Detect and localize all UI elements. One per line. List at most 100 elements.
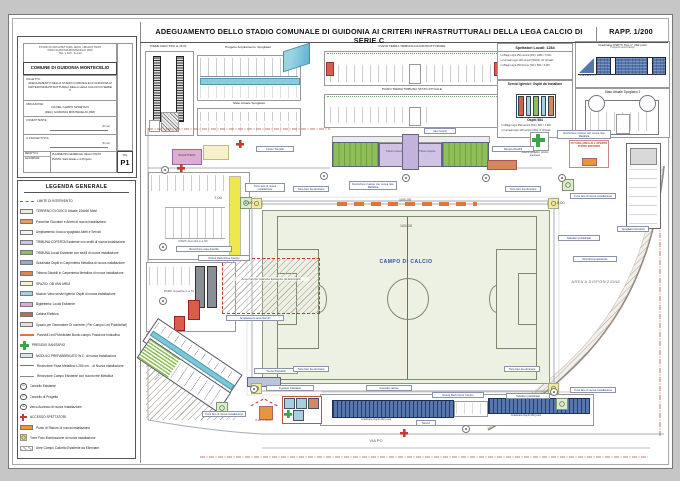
line-brown-swatch [20,365,34,367]
gradinata-ospiti-label-1: Gradinata Ospiti 292 posti [361,418,391,421]
fill-swatch [20,425,33,431]
fill-swatch [20,281,33,287]
circle-swatch: CP [20,393,27,401]
ospiti-title: Ospiti 584 [527,118,543,122]
rooms-hatch [200,58,298,77]
torre-nuova-label: Torre faro di nuova installazione [570,387,616,394]
recinzione-autorita-label: Recinzione area Autorità [176,246,232,253]
bus-stall [207,266,217,308]
legend-label: SPAZIO: OB VAN AREA [36,281,71,286]
legend-label: Ampliamento: blocco spogliatoi Atleti e … [36,230,101,235]
stair-block [409,64,421,84]
progettista-sigline [50,147,108,148]
torre-faro-plan-detail [149,120,160,132]
accesso-spettatori-icon [400,429,408,437]
legend-label: PRESIDIO SANITARIO [32,343,66,348]
torre-nuova-label: Torre faro di nuova installazione [202,411,246,418]
torre-faro-detail [145,51,194,136]
tribuna-attuale-plan [324,94,502,128]
tabelloni-label: Tabelloni pubblicitari [558,235,600,242]
fill-swatch [20,353,33,359]
sala-room [630,148,657,165]
bus-stall [195,266,205,308]
curved-bay [588,95,605,112]
park-autorita-label: PARK Autorità p.a 60 [178,239,208,243]
studio-line2: 00012 GUIDONIA MONTECELIO (RM) [47,49,93,53]
legend-label: MODULO PREFABBRICATO W.C. di nuova insta… [36,353,117,358]
recinzione-esistente-label: Recinzione Esistente [573,256,617,263]
studio-box: STUDIO DI ARCHITETTURA: ARCH. UBALDO TES… [23,43,117,63]
cross-red-swatch [20,413,27,421]
progettista-firma: (firma) [101,141,110,145]
parking-stalls [165,207,225,239]
presidio-sanitario-icon [532,134,545,147]
ampliamento-title: Progetto Ampliamento: Spogliatoi [225,45,271,49]
comune-box: COMUNE DI GUIDONIA MONTECELIO [23,62,117,75]
cancello-marker [462,425,470,433]
torre-eliminare-label: Torre faro da eliminare [504,366,540,373]
campo-label: CAMPO DI CALCIO [379,259,433,265]
oggetto-label: OGGETTO: [26,77,41,81]
drawing-scale: RAPP. 1/200 [596,27,665,41]
vani-servizi-label: Vani servizi [424,128,456,135]
gradinate-gap-block [454,401,488,417]
wc-cell [548,96,554,116]
torre-faro-elevation-2 [176,56,184,122]
legend-label: Modulo Vano servizi igienici Ospiti di n… [36,291,116,296]
gradinata-side-caption: GRADINATA TIPO [579,75,597,77]
fill-swatch [20,260,33,266]
fill-swatch [20,219,33,225]
legend-item: Biglietteria: Locali Esistente [18,299,135,309]
gradinata-ospiti-1 [332,400,454,418]
fill-swatch [20,322,33,328]
legend-label: Punto di Ristoro di nuova installazione [36,425,91,430]
revision-col: REDATTO IL AGGIORNAM. [24,152,51,172]
rooms-hatch-lower [200,86,298,98]
legend-label: ACCESSO SPETTATORI [30,415,66,420]
field-dim-top: 105,00 [398,197,412,202]
ingresso-calciatori-label: Ingresso Calciatori [266,385,314,392]
wc-module-block [282,396,322,424]
contenuti-line1: PLANIMETRIA GENERALE: DELLO STATO [52,153,102,156]
legend-item: ACCESSO SPETTATORI [18,412,135,422]
legend-label: Biglietteria: Locali Esistente [36,302,75,307]
legend-item: Pannelli Led Pubblicitari Bordo campo Po… [18,330,135,340]
legend-title: LEGENDA GENERALE [24,184,129,193]
title-bar: ADEGUAMENTO DELLO STADIO COMUNALE DI GUI… [140,22,668,45]
torre-swatch [20,434,27,442]
ampliamento-servizi-label: Ampliamento area Servizi [226,315,284,322]
gradinata-side-view [579,58,594,73]
tav-box: TAV. P1 [117,151,133,173]
tav-number: P1 [120,158,130,167]
legend-item: Spazio per Generatore Di corrente ( Per … [18,320,135,330]
revision-table: REDATTO IL AGGIORNAM. PLANIMETRIA GENERA… [23,151,117,173]
legend-label: Torre Faro Illuminazione di nuova instal… [30,435,96,440]
legend-item: SPAZIO: OB VAN AREA [18,278,135,288]
park-squadre-label: PARK Squadre p.a 72 [163,289,195,293]
led-panels-row [337,202,477,206]
fill-swatch [20,311,33,317]
studio-line1: STUDIO DI ARCHITETTURA: ARCH. UBALDO TES… [38,46,102,49]
tribuna-locali-right [442,142,489,167]
tribuna-ristrutturare-title: PIANO TERRA TRIBUNA DA RISTRUTTURARE [378,44,446,48]
ubicazione-line2: (REC) GUIDONIA MONTECELIO (RM) [44,109,96,114]
cancello-marker [402,174,410,182]
legend-item: Recinzione Campo Esistente con nuova ret… [18,371,135,381]
via-po-label: VIA PO [369,438,383,443]
legend-label: Cancello di Progetto [29,394,59,399]
tribuna-coperta-label: Tribuna Coperta [418,151,436,153]
gradinata-ospiti-label-2: Gradinata Ospiti 292 posti [511,414,541,417]
servizi-miniplan [516,94,556,118]
fill-swatch [20,291,33,297]
spettatori-title: Spettatori Locali: 1284 [498,46,572,52]
spettatori-line: n.4 urinatoi ogni 125 uomini (500x2): 10… [500,59,554,62]
wc-cell [540,96,547,116]
recinzione-rete-label: Recinzione Campo con nuova rete Metallic… [557,130,611,140]
futura-area-label: FUTURA AREA ALL'APERTO PUNTO RISTORO [570,142,608,149]
circle-swatch: CE [20,383,27,390]
curved-bay [639,95,656,112]
fill-swatch [20,270,33,276]
tribuna-attuale-title: PIANO TERRA TRIBUNA STATO ATTUALE [382,87,442,91]
punto-ristoro-block [259,406,273,420]
